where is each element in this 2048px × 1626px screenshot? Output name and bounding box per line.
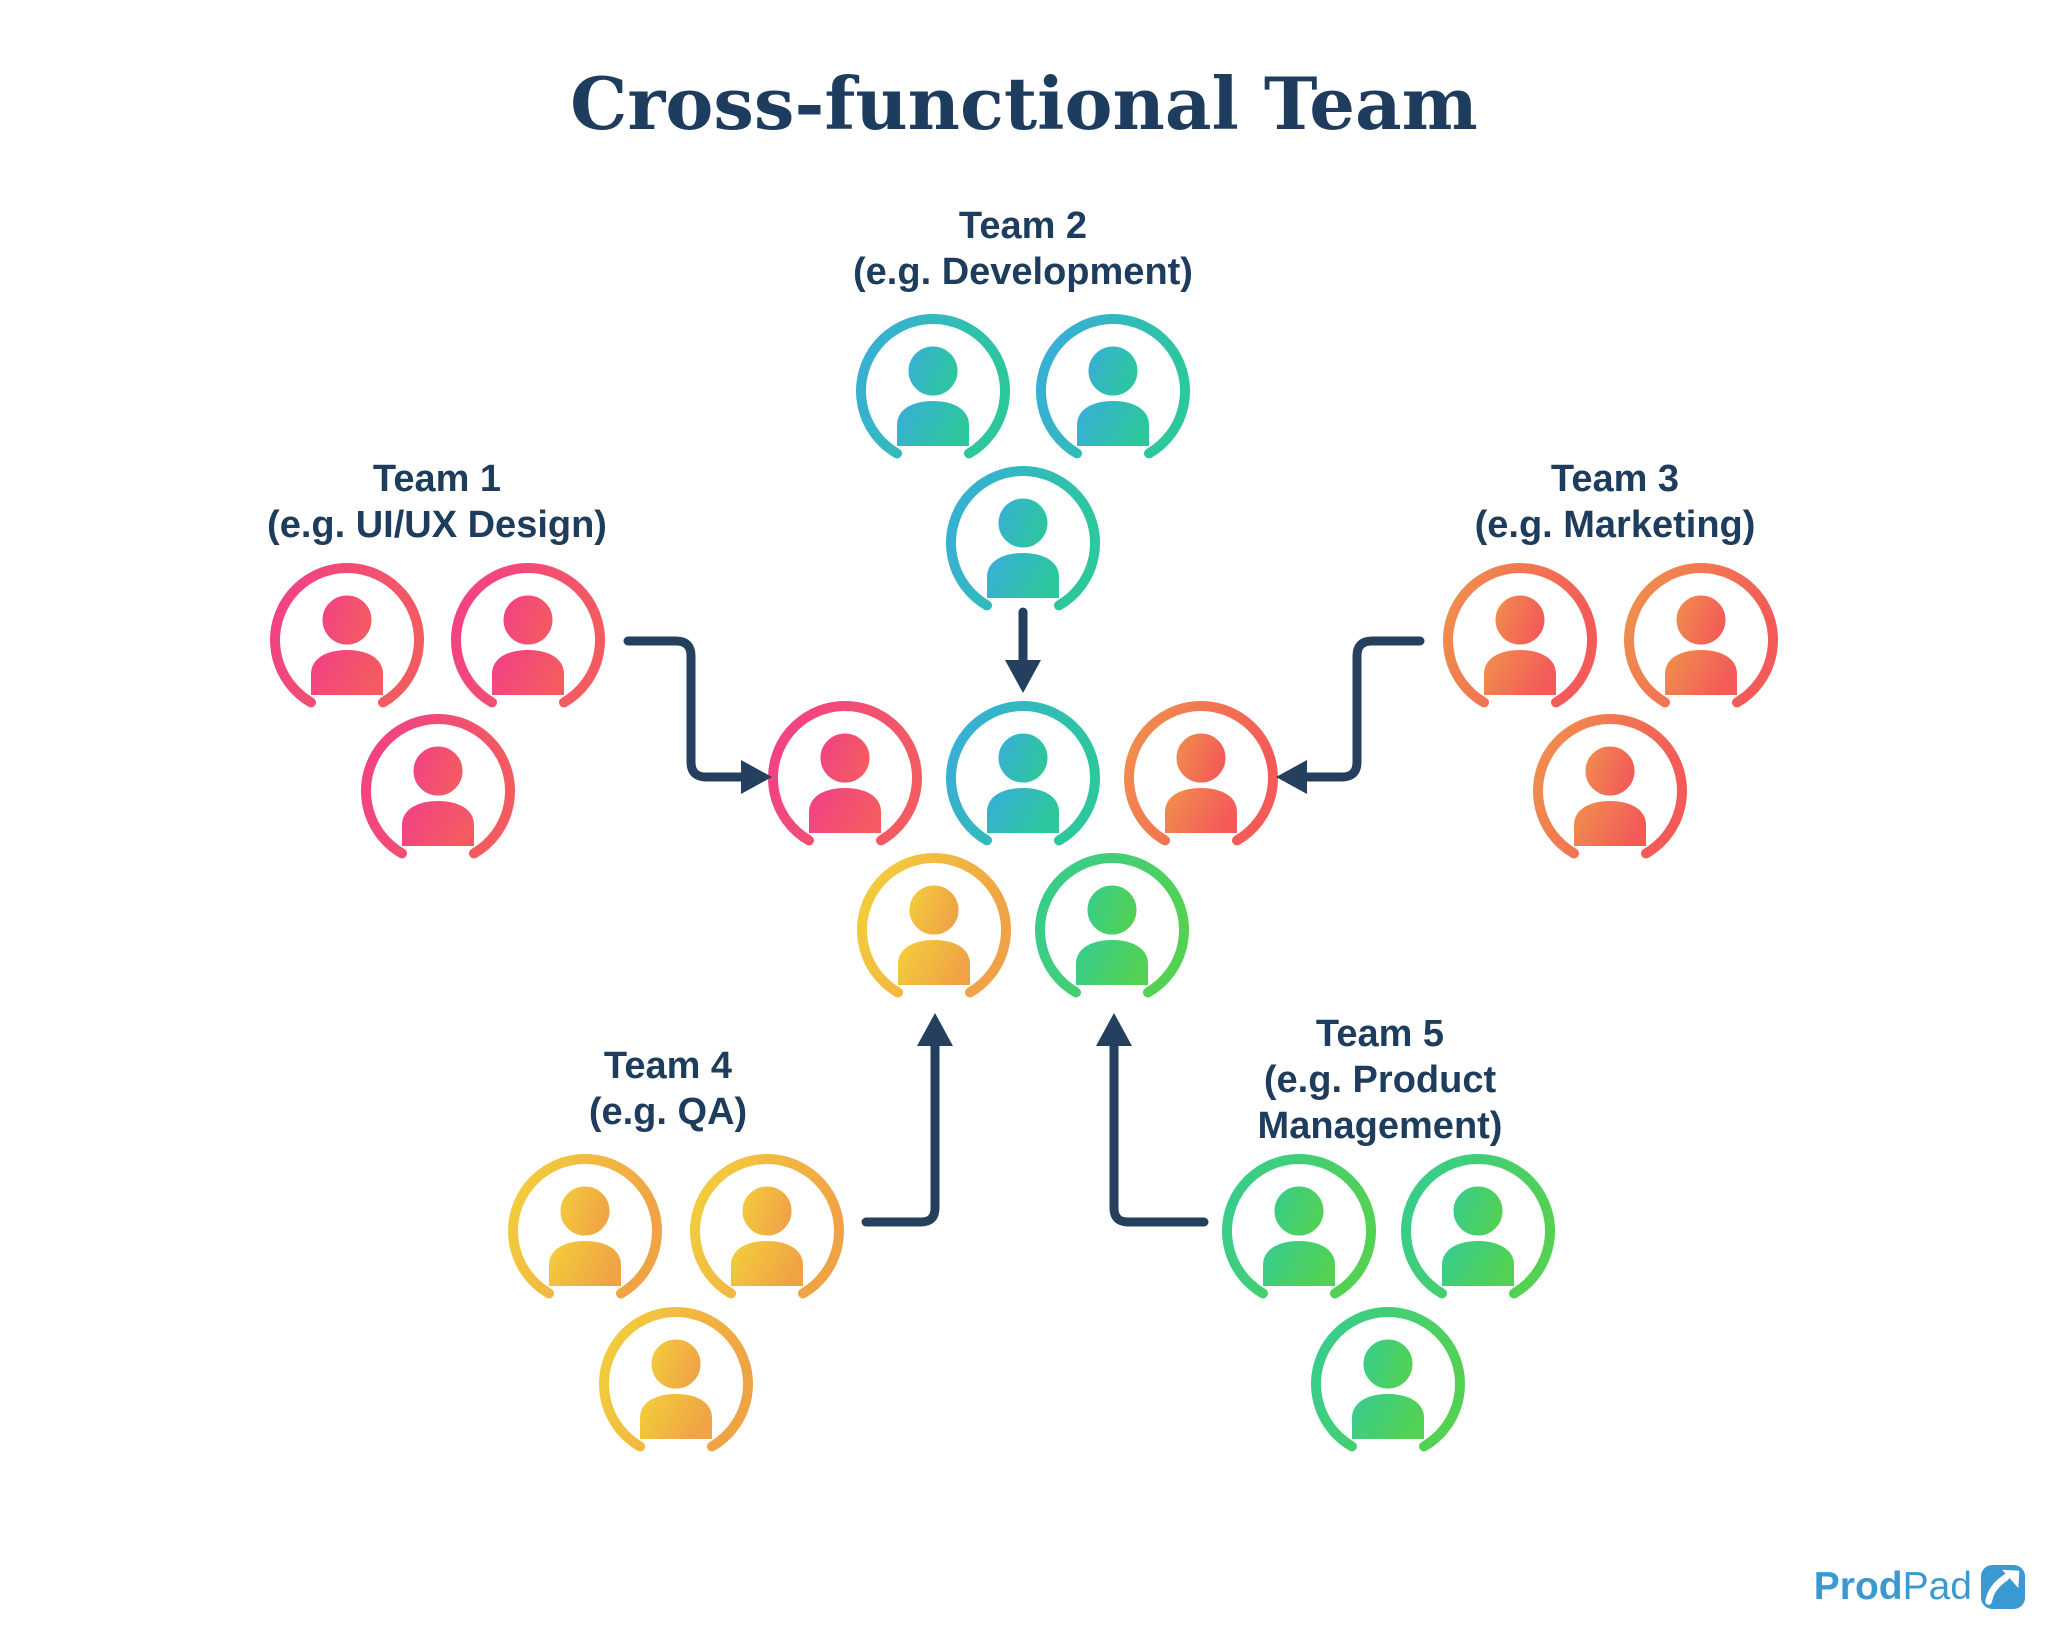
arrow-from-team-5 <box>1109 1041 1209 1227</box>
team-4-label: Team 4(e.g. QA) <box>589 1043 747 1135</box>
person-ring-icon <box>508 1154 662 1299</box>
person-ring-icon <box>690 1154 844 1299</box>
page-title: Cross-functional Team <box>570 61 1478 146</box>
arrow-from-team-1 <box>623 636 746 782</box>
prodpad-logo-text-bold: Prod <box>1813 1565 1903 1608</box>
person-icon-team-3-member-2 <box>1623 562 1779 718</box>
person-ring-icon <box>1124 701 1278 846</box>
person-icon-team-4-member-3 <box>598 1306 754 1462</box>
person-ring-icon <box>1533 714 1687 859</box>
person-ring-icon <box>1624 563 1778 708</box>
person-icon-team-1-member-3 <box>360 713 516 869</box>
person-ring-icon <box>1401 1154 1555 1299</box>
person-icon-center-team-5 <box>1034 852 1190 1008</box>
person-icon-team-4-member-1 <box>507 1153 663 1309</box>
person-ring-icon <box>270 563 424 708</box>
arrow-from-team-3 <box>1302 636 1425 782</box>
person-icon-team-2-member-3 <box>945 465 1101 621</box>
person-ring-icon <box>1443 563 1597 708</box>
arrowhead-from-team-3 <box>1276 760 1307 794</box>
person-icon-team-1-member-2 <box>450 562 606 718</box>
person-ring-icon <box>768 701 922 846</box>
prodpad-logo-text-light: Pad <box>1902 1565 1972 1608</box>
team-3-label-line: Team 3 <box>1550 458 1680 500</box>
team-2-label-line: Team 2 <box>958 205 1088 247</box>
person-icon-team-3-member-1 <box>1442 562 1598 718</box>
person-icon-team-5-member-2 <box>1400 1153 1556 1309</box>
person-ring-icon <box>451 563 605 708</box>
person-icon-team-4-member-2 <box>689 1153 845 1309</box>
person-icon-team-3-member-3 <box>1532 713 1688 869</box>
prodpad-logo: ProdPad <box>1814 1564 2026 1610</box>
person-ring-icon <box>1036 314 1190 459</box>
team-2-label-line: (e.g. Development) <box>853 251 1193 293</box>
person-icon-center-team-3 <box>1123 700 1279 856</box>
arrowhead-from-team-4 <box>917 1013 953 1046</box>
arrowhead-from-team-2 <box>1005 660 1041 693</box>
prodpad-logo-text: ProdPad <box>1814 1565 1972 1609</box>
team-3-label: Team 3(e.g. Marketing) <box>1475 456 1756 548</box>
arrowhead-from-team-5 <box>1096 1013 1132 1046</box>
team-1-label-line: Team 1 <box>372 458 502 500</box>
arrow-from-team-4 <box>861 1041 940 1227</box>
team-1-label-line: (e.g. UI/UX Design) <box>267 504 607 546</box>
person-icon-team-2-member-1 <box>855 313 1011 469</box>
person-ring-icon <box>599 1307 753 1452</box>
team-5-label-line: (e.g. Product <box>1263 1059 1497 1101</box>
person-icon-team-5-member-3 <box>1310 1306 1466 1462</box>
person-icon-center-team-4 <box>856 852 1012 1008</box>
team-4-label-line: (e.g. QA) <box>588 1091 748 1133</box>
team-5-label-line: Team 5 <box>1315 1013 1445 1055</box>
person-icon-center-team-1 <box>767 700 923 856</box>
person-ring-icon <box>1311 1307 1465 1452</box>
person-ring-icon <box>1222 1154 1376 1299</box>
team-1-label: Team 1(e.g. UI/UX Design) <box>267 456 607 548</box>
team-3-label-line: (e.g. Marketing) <box>1474 504 1756 546</box>
person-ring-icon <box>946 466 1100 611</box>
team-2-label: Team 2(e.g. Development) <box>853 203 1193 295</box>
person-ring-icon <box>946 701 1100 846</box>
prodpad-logo-icon <box>1980 1564 2026 1610</box>
person-ring-icon <box>1035 853 1189 998</box>
person-icon-team-1-member-1 <box>269 562 425 718</box>
person-ring-icon <box>856 314 1010 459</box>
person-icon-team-5-member-1 <box>1221 1153 1377 1309</box>
person-icon-center-team-2 <box>945 700 1101 856</box>
person-ring-icon <box>857 853 1011 998</box>
team-5-label-line: Management) <box>1257 1105 1503 1147</box>
person-ring-icon <box>361 714 515 859</box>
team-4-label-line: Team 4 <box>603 1045 733 1087</box>
person-icon-team-2-member-2 <box>1035 313 1191 469</box>
